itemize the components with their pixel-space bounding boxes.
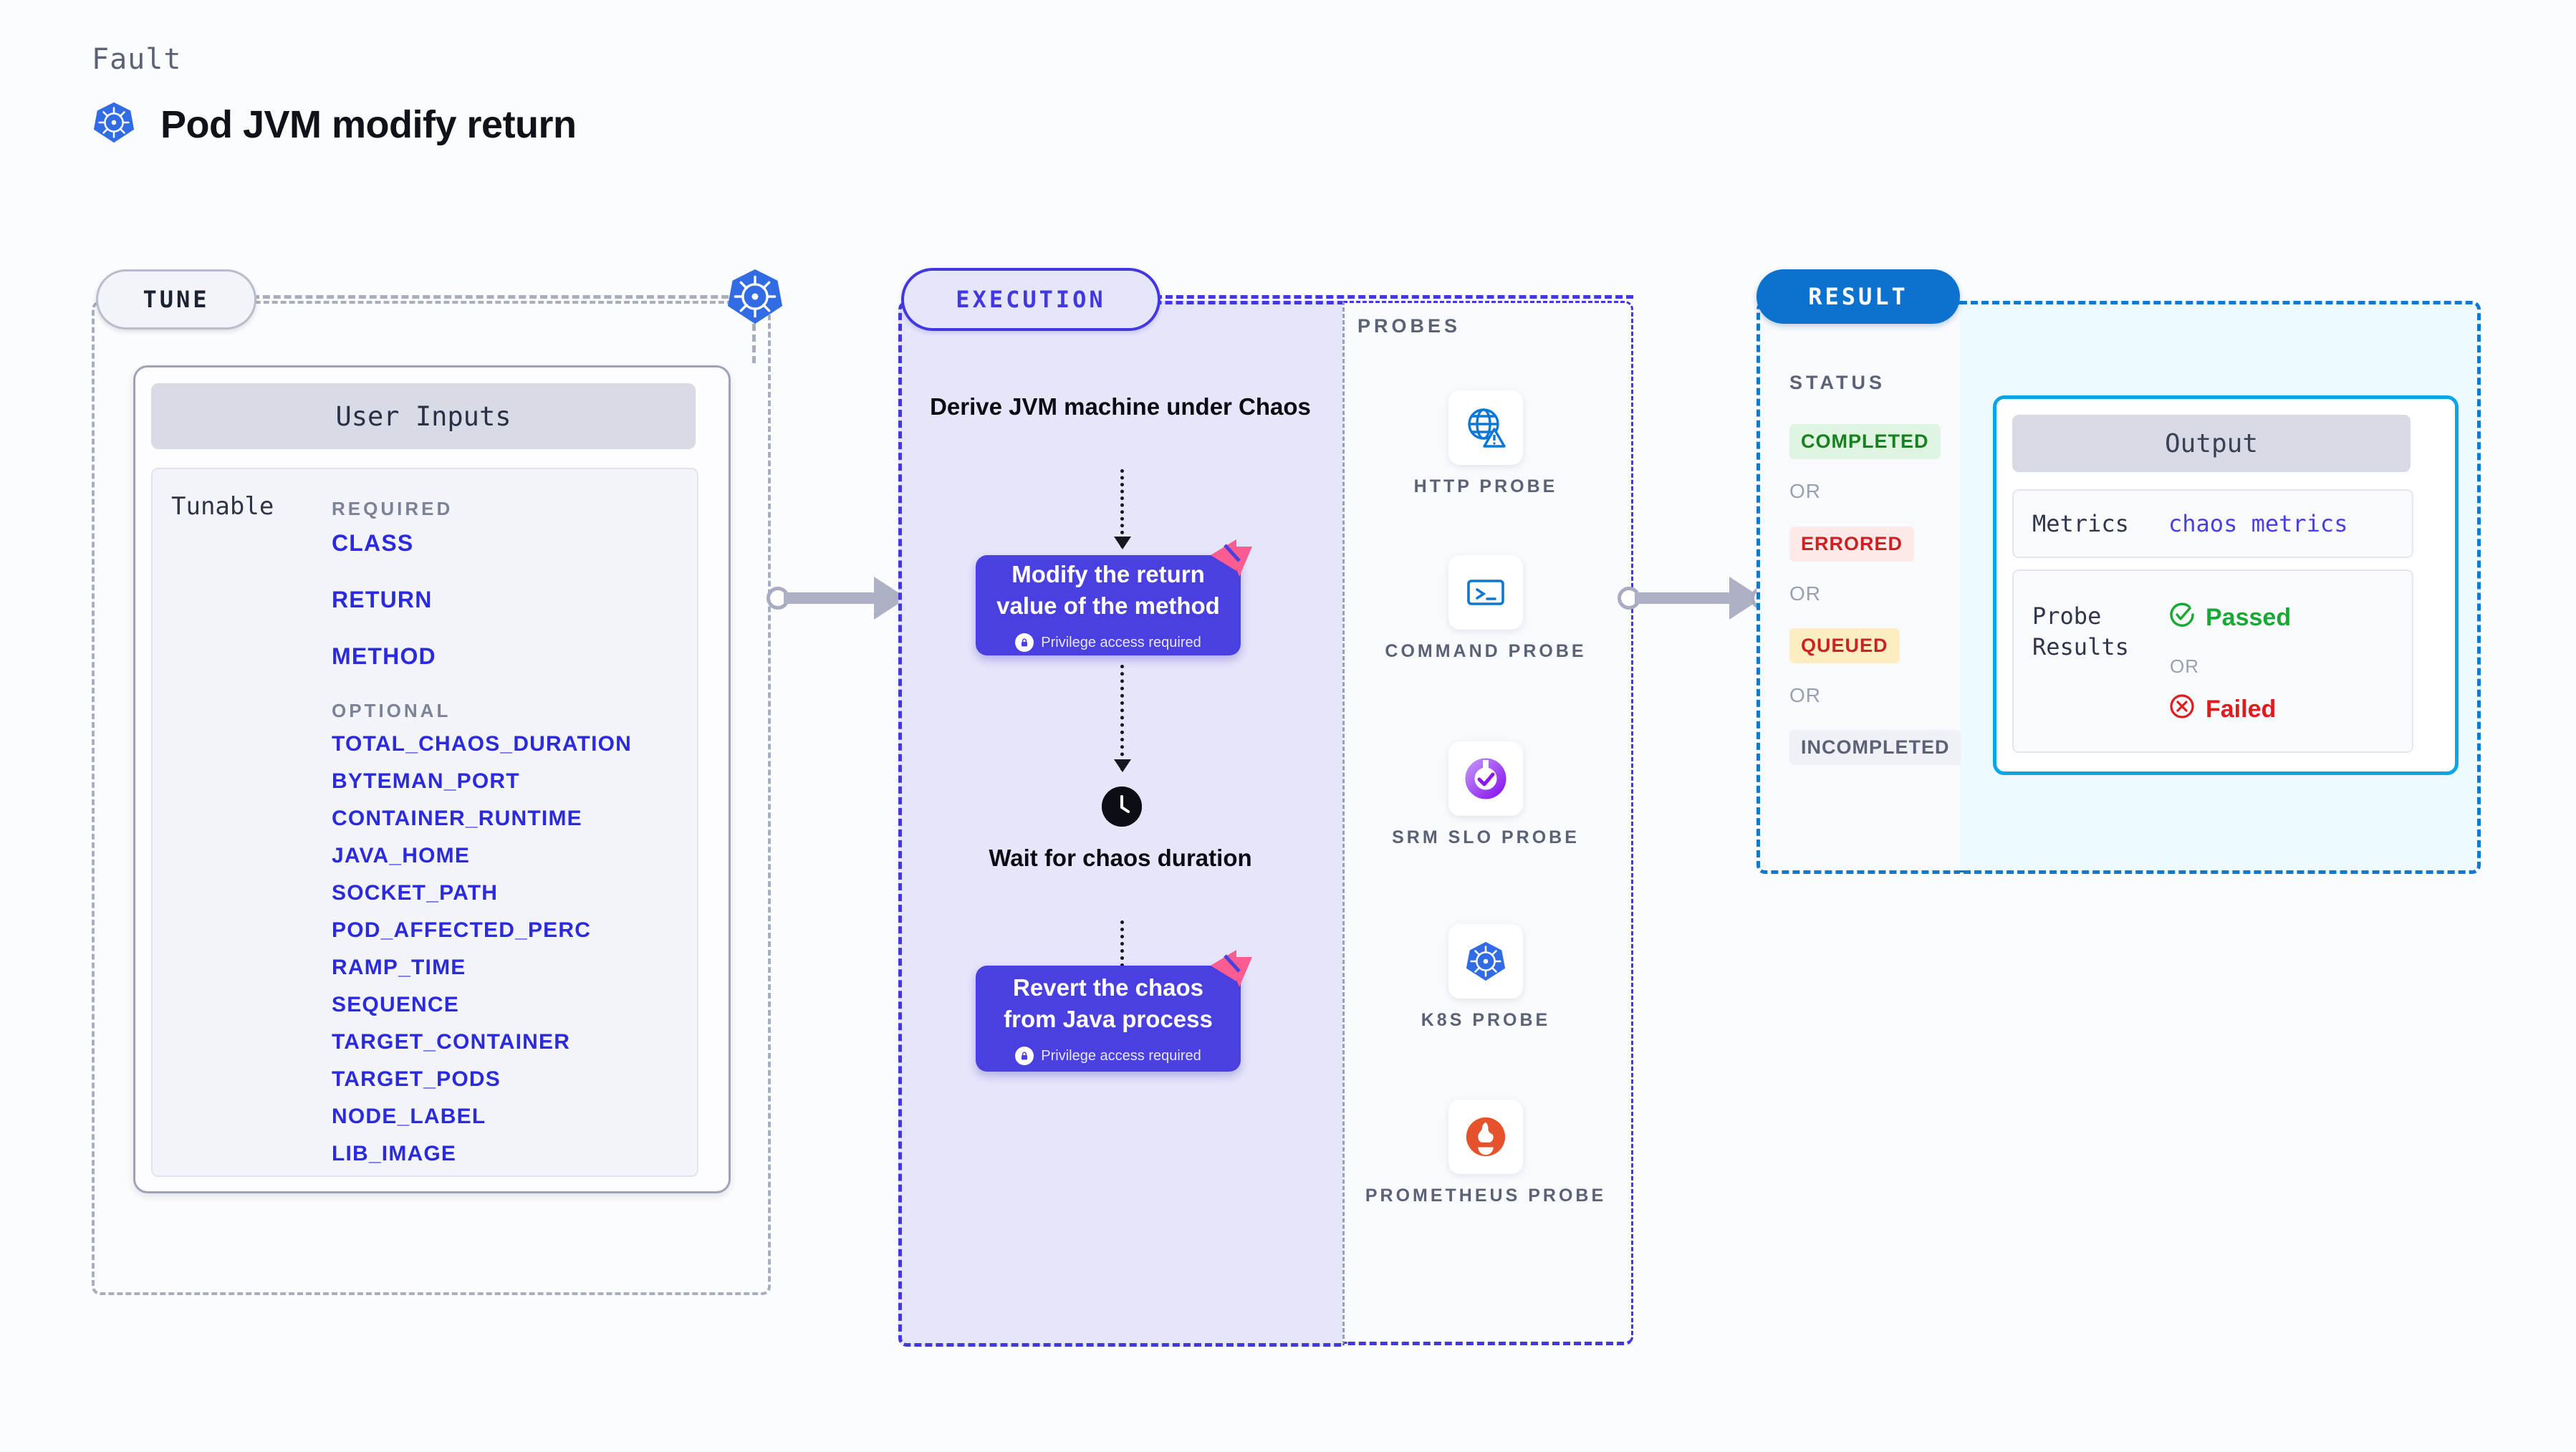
kubernetes-icon	[1448, 924, 1523, 999]
probe-srm-slo[interactable]: SRM SLO PROBE	[1342, 741, 1629, 850]
execution-arrow-1	[1114, 469, 1131, 549]
connector-execution-to-result	[1618, 577, 1774, 620]
required-heading: REQUIRED	[332, 498, 453, 519]
param-pod-affected-perc[interactable]: POD_AFFECTED_PERC	[332, 918, 592, 942]
execution-connector-dash	[1155, 295, 1633, 299]
clock-icon	[1102, 787, 1142, 827]
param-byteman-port[interactable]: BYTEMAN_PORT	[332, 769, 520, 793]
probe-result-passed-label: Passed	[2206, 604, 2292, 631]
probe-http-label: HTTP PROBE	[1413, 476, 1558, 496]
execution-card-2-title: Revert the chaos from Java process	[1004, 973, 1213, 1032]
prometheus-icon	[1448, 1100, 1523, 1174]
optional-heading: OPTIONAL	[332, 700, 451, 721]
check-circle-icon	[2168, 601, 2196, 635]
params-list: REQUIRED CLASS RETURN METHOD OPTIONAL TO…	[332, 486, 683, 1179]
kubernetes-icon	[92, 100, 136, 148]
param-class[interactable]: CLASS	[332, 530, 414, 556]
probe-command-label: COMMAND PROBE	[1385, 641, 1587, 661]
terminal-icon	[1448, 555, 1523, 630]
connector-bar	[784, 592, 877, 604]
connector-bar	[1635, 592, 1732, 604]
param-lib-image[interactable]: LIB_IMAGE	[332, 1142, 457, 1165]
param-ramp-time[interactable]: RAMP_TIME	[332, 956, 466, 979]
privilege-note-2-text: Privilege access required	[1041, 1047, 1201, 1064]
probe-prometheus[interactable]: PROMETHEUS PROBE	[1342, 1100, 1629, 1208]
param-method[interactable]: METHOD	[332, 643, 436, 669]
param-node-label[interactable]: NODE_LABEL	[332, 1105, 486, 1128]
privilege-note-1: Privilege access required	[1015, 633, 1201, 653]
user-inputs-card: User Inputs Tunable REQUIRED CLASS RETUR…	[133, 365, 731, 1193]
param-return[interactable]: RETURN	[332, 587, 433, 612]
status-badge-queued: QUEUED	[1789, 628, 1900, 663]
probe-result-failed-label: Failed	[2206, 696, 2277, 723]
connector-tune-to-execution	[766, 577, 910, 620]
tune-connector-dash	[252, 295, 739, 299]
probe-results-label: Probe Results	[2032, 602, 2129, 661]
tune-region	[92, 301, 771, 1295]
output-or-label: OR	[2170, 655, 2199, 677]
status-title: STATUS	[1789, 372, 1885, 393]
or-label-2: OR	[1789, 582, 1821, 605]
tunable-label: Tunable	[171, 492, 274, 521]
probe-k8s[interactable]: K8S PROBE	[1342, 924, 1629, 1033]
tune-connector-dash-down	[752, 324, 756, 363]
metrics-row: Metrics chaos metrics	[2012, 489, 2413, 558]
page-header: Fault Pod JVM modify return	[92, 43, 577, 148]
execution-pill[interactable]: EXECUTION	[901, 268, 1160, 331]
probe-http[interactable]: HTTP PROBE	[1342, 390, 1629, 499]
probe-results-row: Probe Results Passed OR Failed	[2012, 569, 2413, 753]
result-status-region	[1756, 301, 1966, 874]
litmus-ribbon-icon	[1208, 950, 1254, 993]
tunable-box: Tunable REQUIRED CLASS RETURN METHOD OPT…	[151, 468, 698, 1177]
status-badge-errored: ERRORED	[1789, 527, 1915, 562]
kubernetes-icon	[725, 266, 785, 327]
param-target-container[interactable]: TARGET_CONTAINER	[332, 1030, 571, 1054]
fault-kicker: Fault	[92, 43, 182, 76]
or-label-3: OR	[1789, 684, 1821, 706]
execution-card-modify-return[interactable]: Modify the return value of the method Pr…	[976, 539, 1252, 655]
x-circle-icon	[2168, 693, 2196, 726]
probe-prometheus-label: PROMETHEUS PROBE	[1365, 1186, 1607, 1206]
param-sequence[interactable]: SEQUENCE	[332, 993, 459, 1016]
output-title: Output	[2012, 415, 2411, 472]
probe-k8s-label: K8S PROBE	[1421, 1010, 1551, 1030]
lock-icon	[1015, 633, 1034, 653]
execution-card-1-title: Modify the return value of the method	[996, 560, 1220, 619]
output-card: Output Metrics chaos metrics Probe Resul…	[1993, 395, 2459, 775]
tune-pill[interactable]: TUNE	[96, 269, 256, 330]
metrics-label: Metrics	[2032, 510, 2129, 537]
lock-icon	[1015, 1047, 1034, 1066]
execution-step-derive: Derive JVM machine under Chaos	[930, 393, 1311, 420]
param-total-chaos-duration[interactable]: TOTAL_CHAOS_DURATION	[332, 732, 633, 756]
param-socket-path[interactable]: SOCKET_PATH	[332, 881, 499, 905]
globe-warning-icon	[1448, 390, 1523, 465]
status-badge-completed: COMPLETED	[1789, 424, 1941, 459]
probes-title: PROBES	[1357, 315, 1461, 337]
param-container-runtime[interactable]: CONTAINER_RUNTIME	[332, 807, 582, 830]
or-label-1: OR	[1789, 480, 1821, 502]
probe-result-passed: Passed	[2168, 601, 2291, 635]
param-target-pods[interactable]: TARGET_PODS	[332, 1067, 501, 1091]
srm-slo-donut-icon	[1448, 741, 1523, 816]
result-pill[interactable]: RESULT	[1756, 269, 1960, 324]
litmus-ribbon-icon	[1208, 539, 1254, 582]
page-title: Pod JVM modify return	[160, 102, 577, 146]
probe-command[interactable]: COMMAND PROBE	[1342, 555, 1629, 664]
execution-step-wait: Wait for chaos duration	[989, 845, 1252, 871]
status-badge-incompleted: INCOMPLETED	[1789, 730, 1961, 765]
execution-card-revert-chaos[interactable]: Revert the chaos from Java process Privi…	[976, 950, 1252, 1072]
probe-result-failed: Failed	[2168, 693, 2276, 726]
title-row: Pod JVM modify return	[92, 100, 577, 148]
privilege-note-1-text: Privilege access required	[1041, 634, 1201, 650]
param-java-home[interactable]: JAVA_HOME	[332, 844, 471, 867]
user-inputs-title: User Inputs	[151, 383, 696, 449]
privilege-note-2: Privilege access required	[1015, 1047, 1201, 1066]
probe-srm-slo-label: SRM SLO PROBE	[1392, 827, 1580, 847]
metrics-value[interactable]: chaos metrics	[2168, 510, 2348, 537]
execution-arrow-2	[1114, 665, 1131, 772]
